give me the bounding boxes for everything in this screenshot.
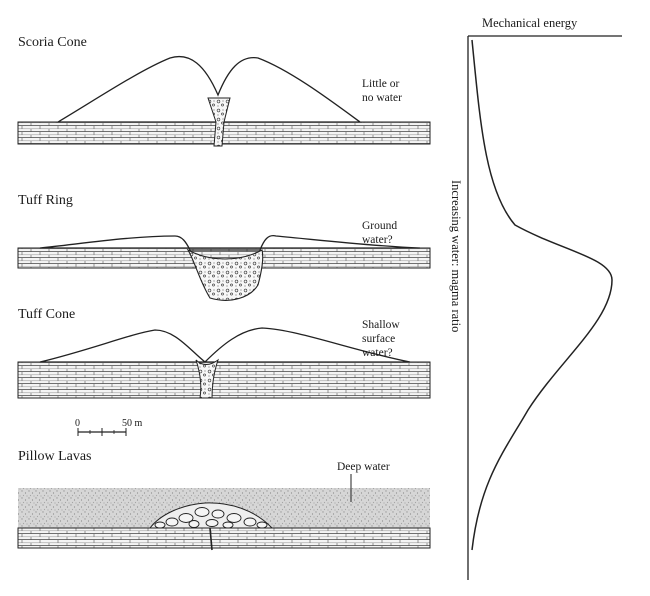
scoria-cone-note-1: Little or [362, 78, 400, 90]
scoria-cone-panel: Scoria Cone Little or no water [18, 35, 430, 146]
pillow-lavas-bedrock [18, 528, 430, 548]
pillow-lavas-panel: Pillow Lavas Deep water [18, 449, 430, 550]
tuff-ring-title: Tuff Ring [18, 193, 73, 208]
pillow-lavas-note: Deep water [337, 461, 390, 473]
mechanical-energy-plot: Mechanical energy Increasing water: magm… [449, 16, 622, 580]
tuff-cone-bedrock [18, 362, 430, 398]
scale-bar-end: 50 m [122, 418, 143, 429]
tuff-cone-title: Tuff Cone [18, 307, 75, 322]
scoria-cone-body [58, 57, 360, 122]
tuff-ring-note-2: water? [362, 234, 393, 246]
tuff-cone-note-2: surface [362, 333, 395, 345]
scale-bar: 0 50 m [75, 418, 143, 436]
pillow-lavas-title: Pillow Lavas [18, 449, 92, 464]
water-ratio-axis-label: Increasing water: magma ratio [449, 180, 463, 332]
scale-bar-start: 0 [75, 418, 80, 429]
tuff-cone-note-3: water? [362, 347, 393, 359]
energy-axis-label: Mechanical energy [482, 16, 578, 30]
tuff-cone-body [40, 328, 410, 362]
scoria-cone-note-2: no water [362, 92, 402, 104]
energy-curve [472, 40, 612, 550]
tuff-cone-panel: Tuff Cone Shallow surface water? [18, 307, 430, 398]
tuff-ring-note-1: Ground [362, 220, 397, 232]
tuff-ring-panel: Tuff Ring Ground water? [18, 193, 430, 300]
scoria-cone-title: Scoria Cone [18, 35, 87, 50]
tuff-cone-note-1: Shallow [362, 319, 400, 331]
